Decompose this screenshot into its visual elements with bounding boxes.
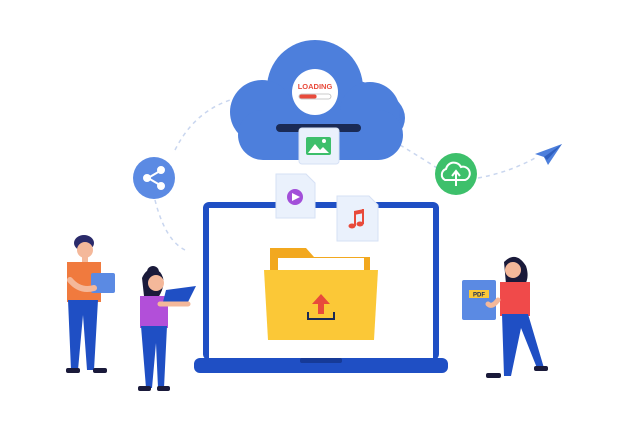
music-file	[336, 195, 379, 242]
progress-fill	[299, 94, 317, 99]
person-woman-with-laptop	[138, 266, 196, 391]
image-file-icon	[306, 137, 331, 155]
video-file-icon	[287, 189, 303, 205]
document-badge: PDF	[473, 293, 485, 299]
person-man-with-tablet	[66, 235, 115, 373]
person-woman-with-document: PDF	[462, 256, 548, 378]
document-file: PDF	[462, 280, 496, 320]
paper-plane-icon	[535, 144, 562, 165]
image-file	[298, 127, 340, 165]
dashed-connector	[399, 144, 441, 171]
cloud-upload-badge	[435, 153, 477, 195]
loading-indicator: LOADING	[292, 69, 338, 115]
share-icon	[143, 166, 165, 190]
cloud-upload-icon	[440, 161, 471, 186]
laptop-base	[194, 358, 448, 373]
share-button	[133, 157, 175, 199]
dashed-connector	[154, 199, 186, 251]
cloud	[230, 40, 405, 160]
music-file-icon	[348, 209, 364, 229]
dashed-connector	[477, 157, 536, 179]
portable-laptop	[162, 286, 196, 306]
video-file	[275, 173, 316, 219]
upload-arrow-icon	[307, 294, 335, 320]
loading-label: LOADING	[298, 82, 333, 91]
folder	[264, 248, 378, 340]
